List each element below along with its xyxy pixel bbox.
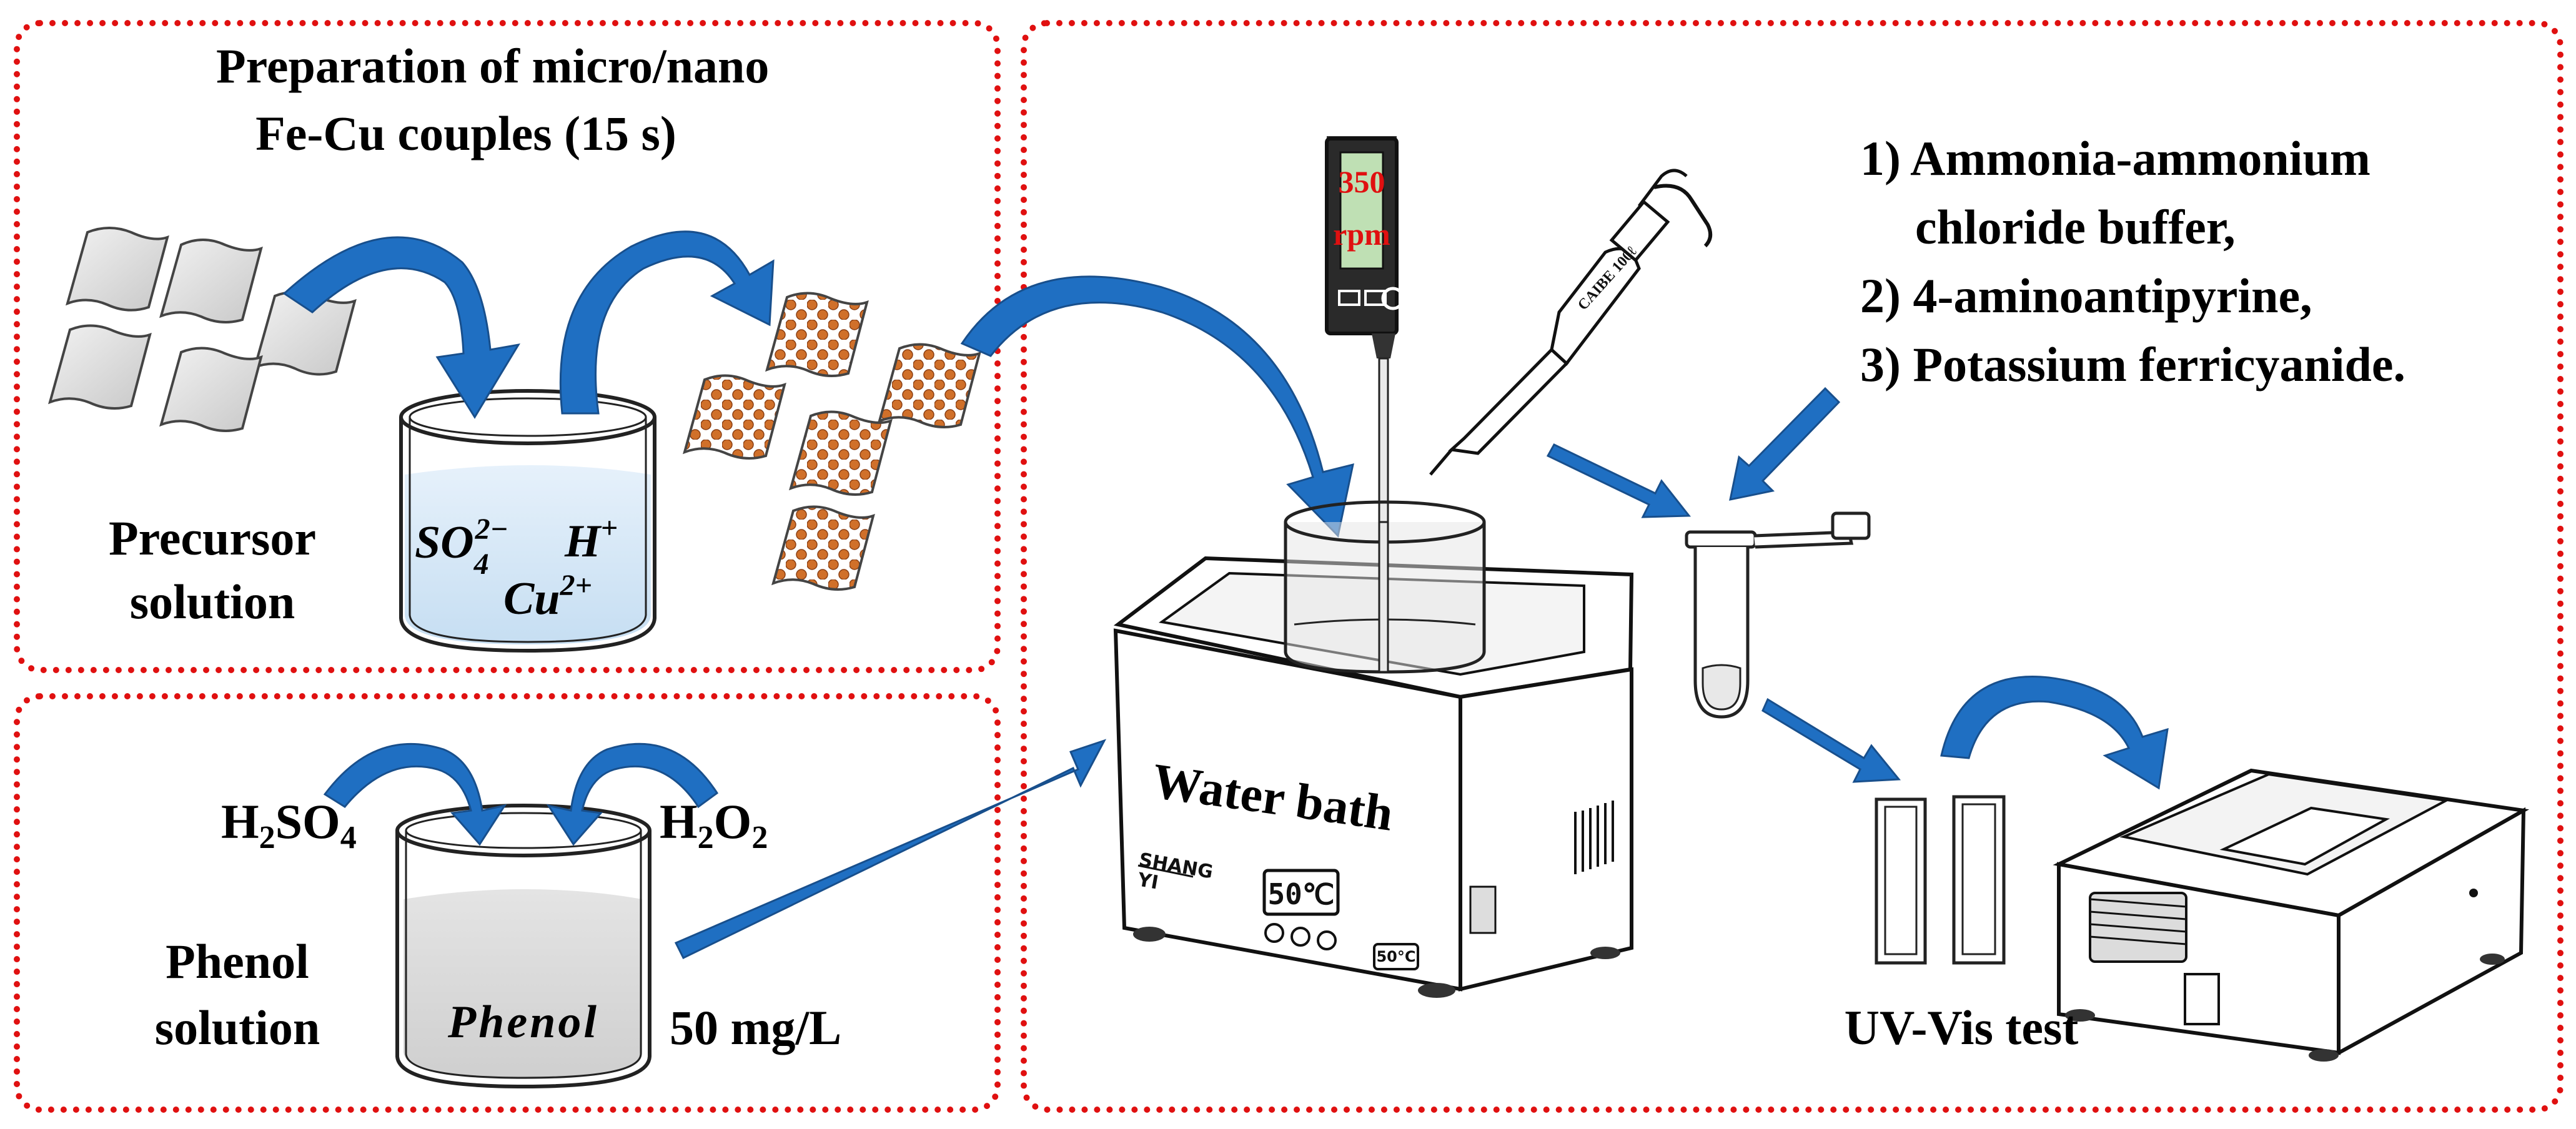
phenol-beaker-text: Phenol	[448, 997, 599, 1048]
arrow-foils-to-beaker	[282, 236, 520, 419]
reagent-1-continued: chloride buffer,	[1915, 200, 2236, 254]
h2so4-h: H	[221, 794, 259, 849]
h2so4-sub1: 2	[259, 820, 275, 855]
precursor-label-line1: Precursor	[108, 511, 317, 565]
precursor-label-line2: solution	[129, 574, 295, 629]
arrow-cuvettes-to-spectrometer	[1940, 676, 2169, 790]
phenol-label-line1: Phenol	[166, 934, 309, 988]
ion-sulfate: SO42−	[415, 513, 522, 581]
cuvettes	[1875, 795, 2006, 965]
stirrer-display	[1339, 151, 1384, 270]
h2o2-o: O	[713, 794, 752, 849]
cuvette-blank	[1952, 795, 2006, 965]
stirrer-display-value: 350	[1339, 164, 1385, 199]
stirrer-display-unit: rpm	[1333, 217, 1390, 252]
bath-temp-value: 50℃	[1267, 877, 1334, 911]
ion-sulfate-symbol: SO	[415, 517, 474, 568]
phenol-label-line2: solution	[154, 1000, 320, 1055]
h2o2-sub1: 2	[697, 820, 714, 855]
h2so4-so: SO	[275, 794, 340, 849]
h2so4-label: H2SO4	[221, 794, 357, 855]
preparation-title-line1: Preparation of micro/nano	[216, 39, 770, 93]
ion-sulfate-charge: 2−	[475, 513, 508, 546]
pipette	[1429, 169, 1713, 476]
precursor-beaker	[399, 389, 656, 653]
ion-copper: Cu2+	[503, 569, 592, 625]
ion-sulfate-subscript: 4	[473, 548, 489, 581]
bath-temp-display	[1262, 869, 1340, 916]
ion-proton-charge: +	[600, 511, 618, 545]
ion-proton-symbol: H	[565, 516, 601, 567]
h2o2-label: H2O2	[660, 794, 768, 855]
h2so4-sub2: 4	[340, 820, 357, 855]
phenol-concentration: 50 mg/L	[670, 1000, 842, 1055]
ion-proton: H+	[565, 511, 618, 568]
arrow-tube-to-cuvettes	[1761, 698, 1901, 783]
bath-temp-badge: 50°C	[1376, 948, 1415, 965]
arrow-pipette-to-tube	[1546, 443, 1692, 518]
phenol-beaker	[395, 804, 651, 1089]
uv-vis-label: UV-Vis test	[1844, 1000, 2079, 1055]
reagent-2: 2) 4-aminoantipyrine,	[1860, 269, 2312, 323]
arrow-beaker-to-couples	[559, 230, 775, 415]
arrow-reagents-to-tube	[1729, 387, 1841, 501]
arrow-h2so4-to-phenol	[323, 742, 507, 846]
iron-foil-sheets	[48, 227, 357, 432]
h2o2-h: H	[660, 794, 698, 849]
preparation-title-line2: Fe-Cu couples (15 s)	[255, 106, 676, 160]
h2o2-sub2: 2	[751, 820, 768, 855]
uv-vis-spectrophotometer	[2053, 768, 2530, 1062]
arrow-couples-to-bath	[960, 275, 1354, 538]
reagent-3: 3) Potassium ferricyanide.	[1860, 337, 2406, 392]
ion-copper-charge: 2+	[560, 569, 592, 602]
centrifuge-tube	[1685, 511, 1871, 719]
ion-copper-symbol: Cu	[503, 573, 560, 624]
arrow-h2o2-to-phenol	[546, 742, 719, 846]
process-arrows	[282, 230, 2169, 959]
reagent-1: 1) Ammonia-ammonium	[1860, 131, 2370, 185]
cuvette-sample	[1875, 797, 1927, 965]
panel-phenol	[14, 693, 1001, 1113]
bath-brand-line2: YI	[1136, 869, 1160, 894]
fe-cu-couple-sheets	[683, 292, 981, 591]
panel-reaction	[1021, 20, 2564, 1113]
arrow-phenol-to-bath	[674, 739, 1107, 959]
